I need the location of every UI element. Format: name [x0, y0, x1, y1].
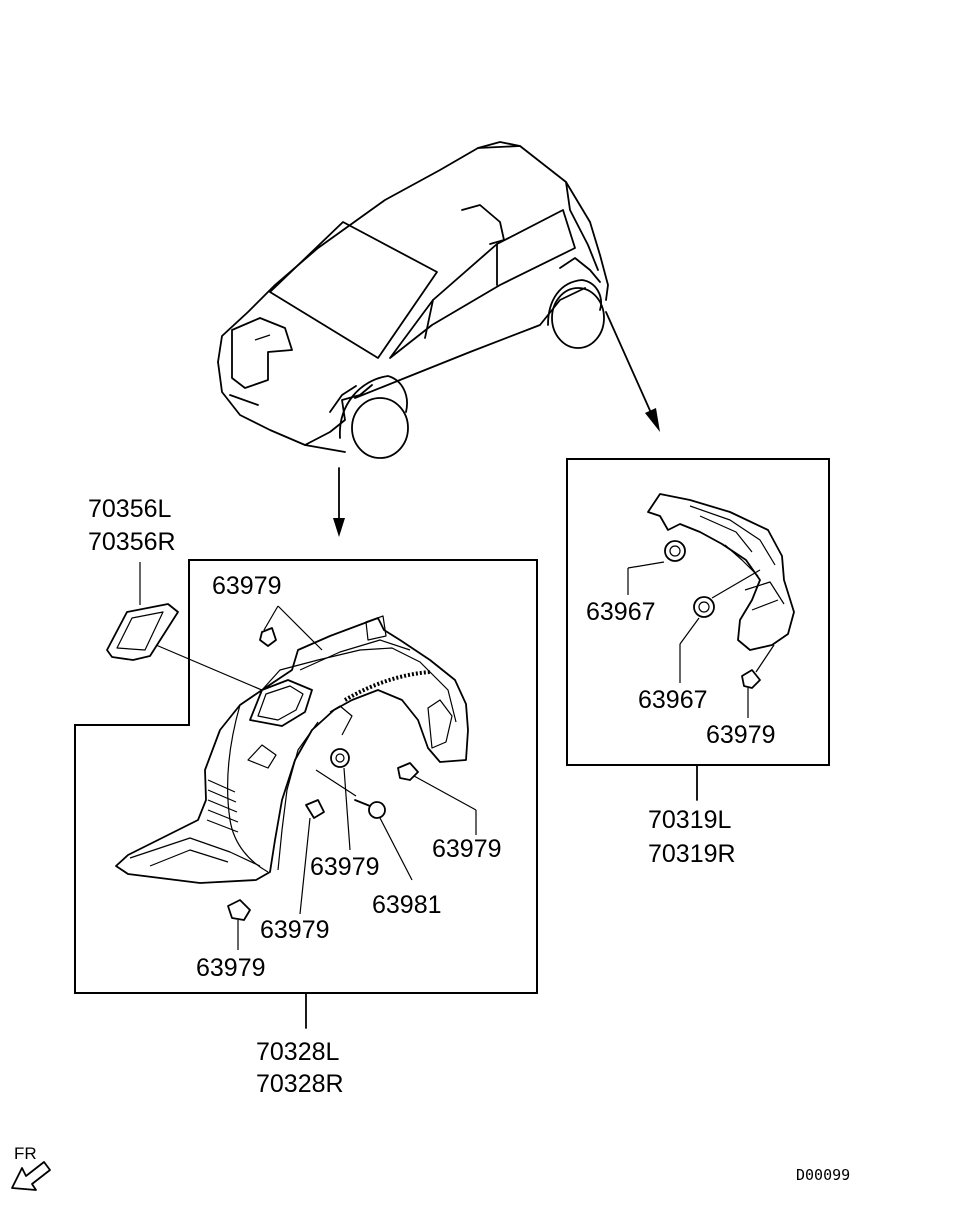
label-70356R: 70356R [88, 528, 176, 556]
front-arrow-icon [11, 1161, 51, 1191]
label-clip-bottom: 63979 [196, 954, 266, 982]
drawing-code: D00099 [796, 1166, 850, 1184]
label-70356L: 70356L [88, 495, 172, 523]
label-rear-nut-1: 63967 [586, 598, 656, 626]
label-clip-mid: 63979 [310, 853, 380, 881]
label-rear-nut-2: 63967 [638, 686, 708, 714]
part-number-labels: 70356L 70356R 63979 63979 63979 63981 63… [88, 495, 850, 1184]
label-rear-clip: 63979 [706, 721, 776, 749]
callout-arrows [333, 311, 660, 537]
label-screw: 63981 [372, 891, 442, 919]
label-70328R: 70328R [256, 1070, 344, 1098]
cover-part [106, 562, 291, 703]
front-fasteners [227, 605, 477, 950]
front-direction-indicator: FR [11, 1144, 51, 1191]
front-liner-part [115, 615, 469, 884]
label-clip-top: 63979 [212, 572, 282, 600]
label-70328L: 70328L [256, 1038, 340, 1066]
label-clip-right: 63979 [432, 835, 502, 863]
label-clip-low: 63979 [260, 916, 330, 944]
rear-liner-part [627, 493, 795, 718]
label-70319L: 70319L [648, 806, 732, 834]
front-label: FR [14, 1144, 37, 1163]
rear-liner-box [566, 458, 830, 801]
label-70319R: 70319R [648, 840, 736, 868]
vehicle-illustration [217, 141, 609, 459]
front-liner-box [74, 559, 538, 1029]
